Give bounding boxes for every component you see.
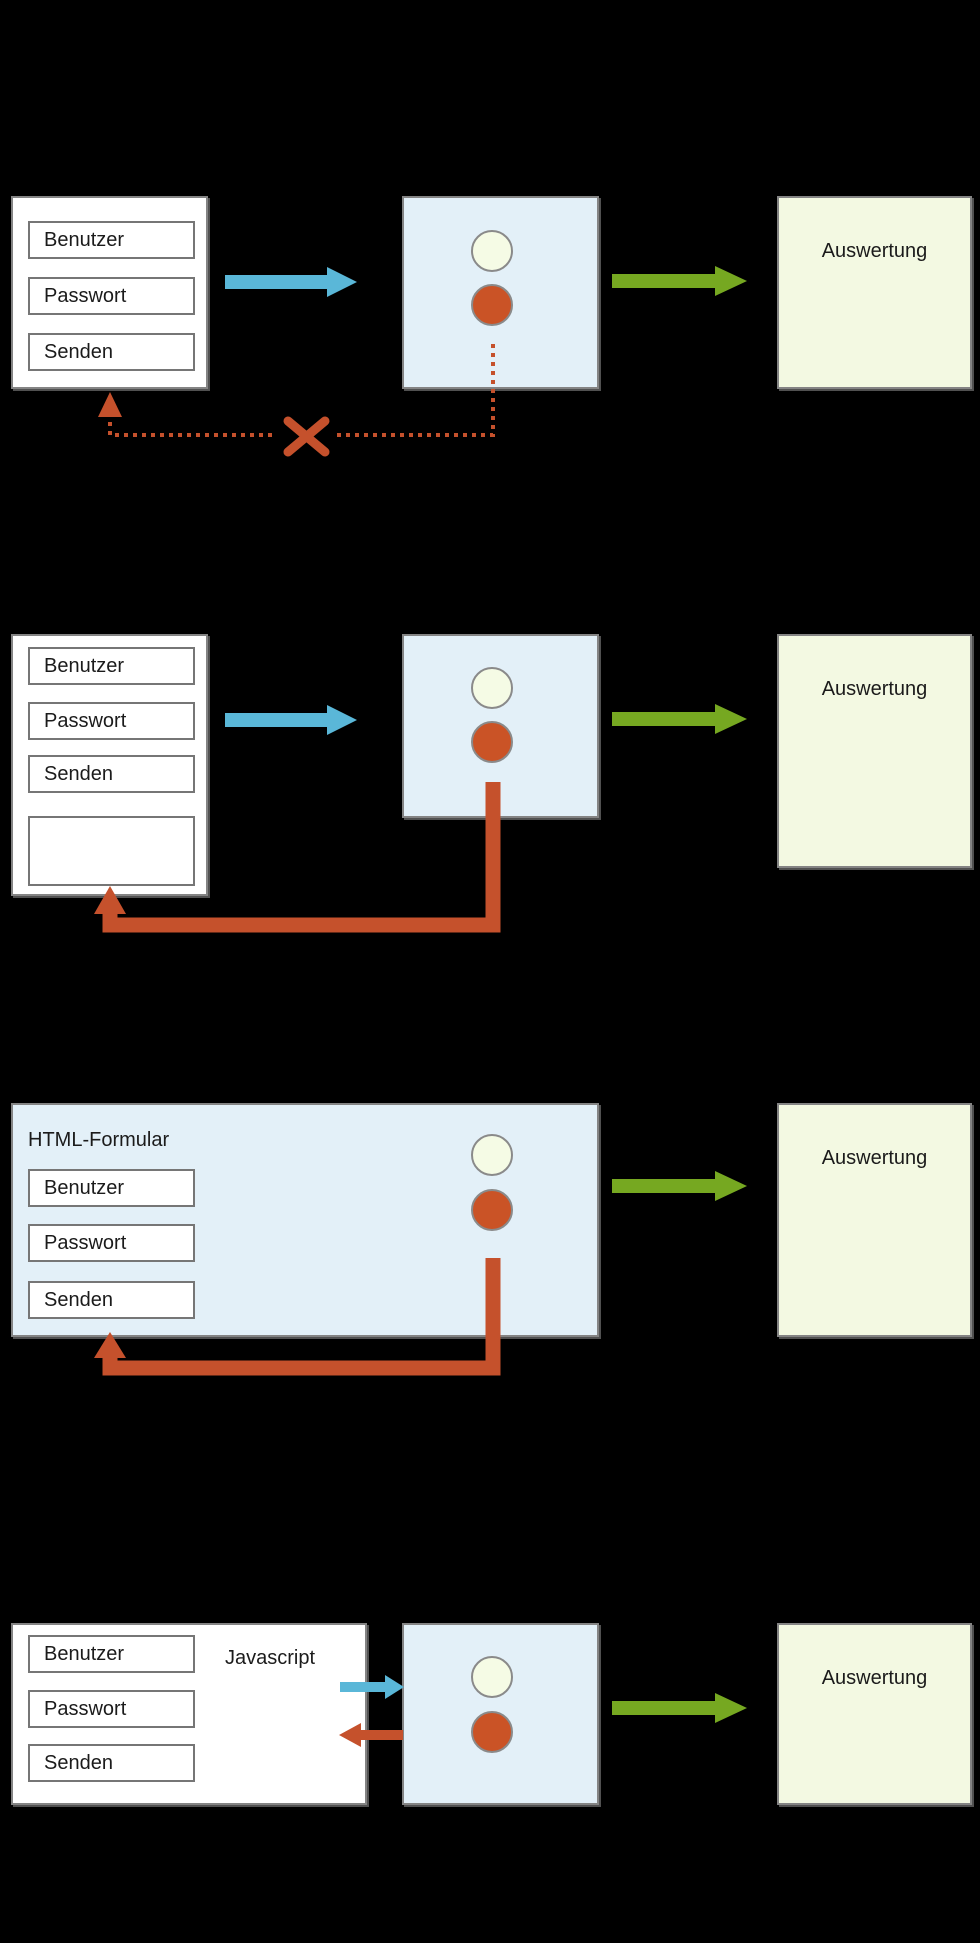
field-passwort-2: Passwort <box>28 702 195 740</box>
feedback-dotted-line-left-1 <box>108 414 272 437</box>
result-label-4: Auswertung <box>821 1667 928 1689</box>
blocked-x-icon <box>283 416 330 457</box>
status-ok-circle-4 <box>471 1656 513 1698</box>
result-box-3: Auswertung <box>777 1103 972 1337</box>
result-arrow-2 <box>612 704 747 734</box>
status-ok-circle-2 <box>471 667 513 709</box>
status-error-circle-4 <box>471 1711 513 1753</box>
request-arrow-2 <box>225 705 357 735</box>
field-senden-2: Senden <box>28 755 195 793</box>
result-box-2: Auswertung <box>777 634 972 868</box>
field-benutzer-2: Benutzer <box>28 647 195 685</box>
field-senden-4: Senden <box>28 1744 195 1782</box>
result-box-1: Auswertung <box>777 196 972 389</box>
client-form-box-1: Benutzer Passwort Senden <box>11 196 208 389</box>
javascript-label: Javascript <box>225 1647 316 1669</box>
result-box-4: Auswertung <box>777 1623 972 1805</box>
status-ok-circle-1 <box>471 230 513 272</box>
result-label-2: Auswertung <box>821 678 928 700</box>
result-label-1: Auswertung <box>821 240 928 262</box>
status-error-circle-1 <box>471 284 513 326</box>
status-error-circle-3 <box>471 1189 513 1231</box>
field-passwort-3: Passwort <box>28 1224 195 1262</box>
field-senden-1: Senden <box>28 333 195 371</box>
field-senden-3: Senden <box>28 1281 195 1319</box>
status-error-circle-2 <box>471 721 513 763</box>
result-arrow-4 <box>612 1693 747 1723</box>
field-benutzer-1: Benutzer <box>28 221 195 259</box>
status-ok-circle-3 <box>471 1134 513 1176</box>
result-label-3: Auswertung <box>821 1147 928 1169</box>
client-form-box-2: Benutzer Passwort Senden <box>11 634 208 896</box>
html-formular-label: HTML-Formular <box>28 1129 170 1151</box>
client-form-box-4: Benutzer Passwort Senden Javascript <box>11 1623 367 1805</box>
html-formular-box-3: HTML-Formular Benutzer Passwort Senden <box>11 1103 599 1337</box>
result-arrow-1 <box>612 266 747 296</box>
feedback-arrowhead-1 <box>98 392 122 417</box>
request-arrow-1 <box>225 267 357 297</box>
result-arrow-3 <box>612 1171 747 1201</box>
field-passwort-4: Passwort <box>28 1690 195 1728</box>
field-benutzer-4: Benutzer <box>28 1635 195 1673</box>
field-passwort-1: Passwort <box>28 277 195 315</box>
field-benutzer-3: Benutzer <box>28 1169 195 1207</box>
field-feedback-empty-2 <box>28 816 195 886</box>
